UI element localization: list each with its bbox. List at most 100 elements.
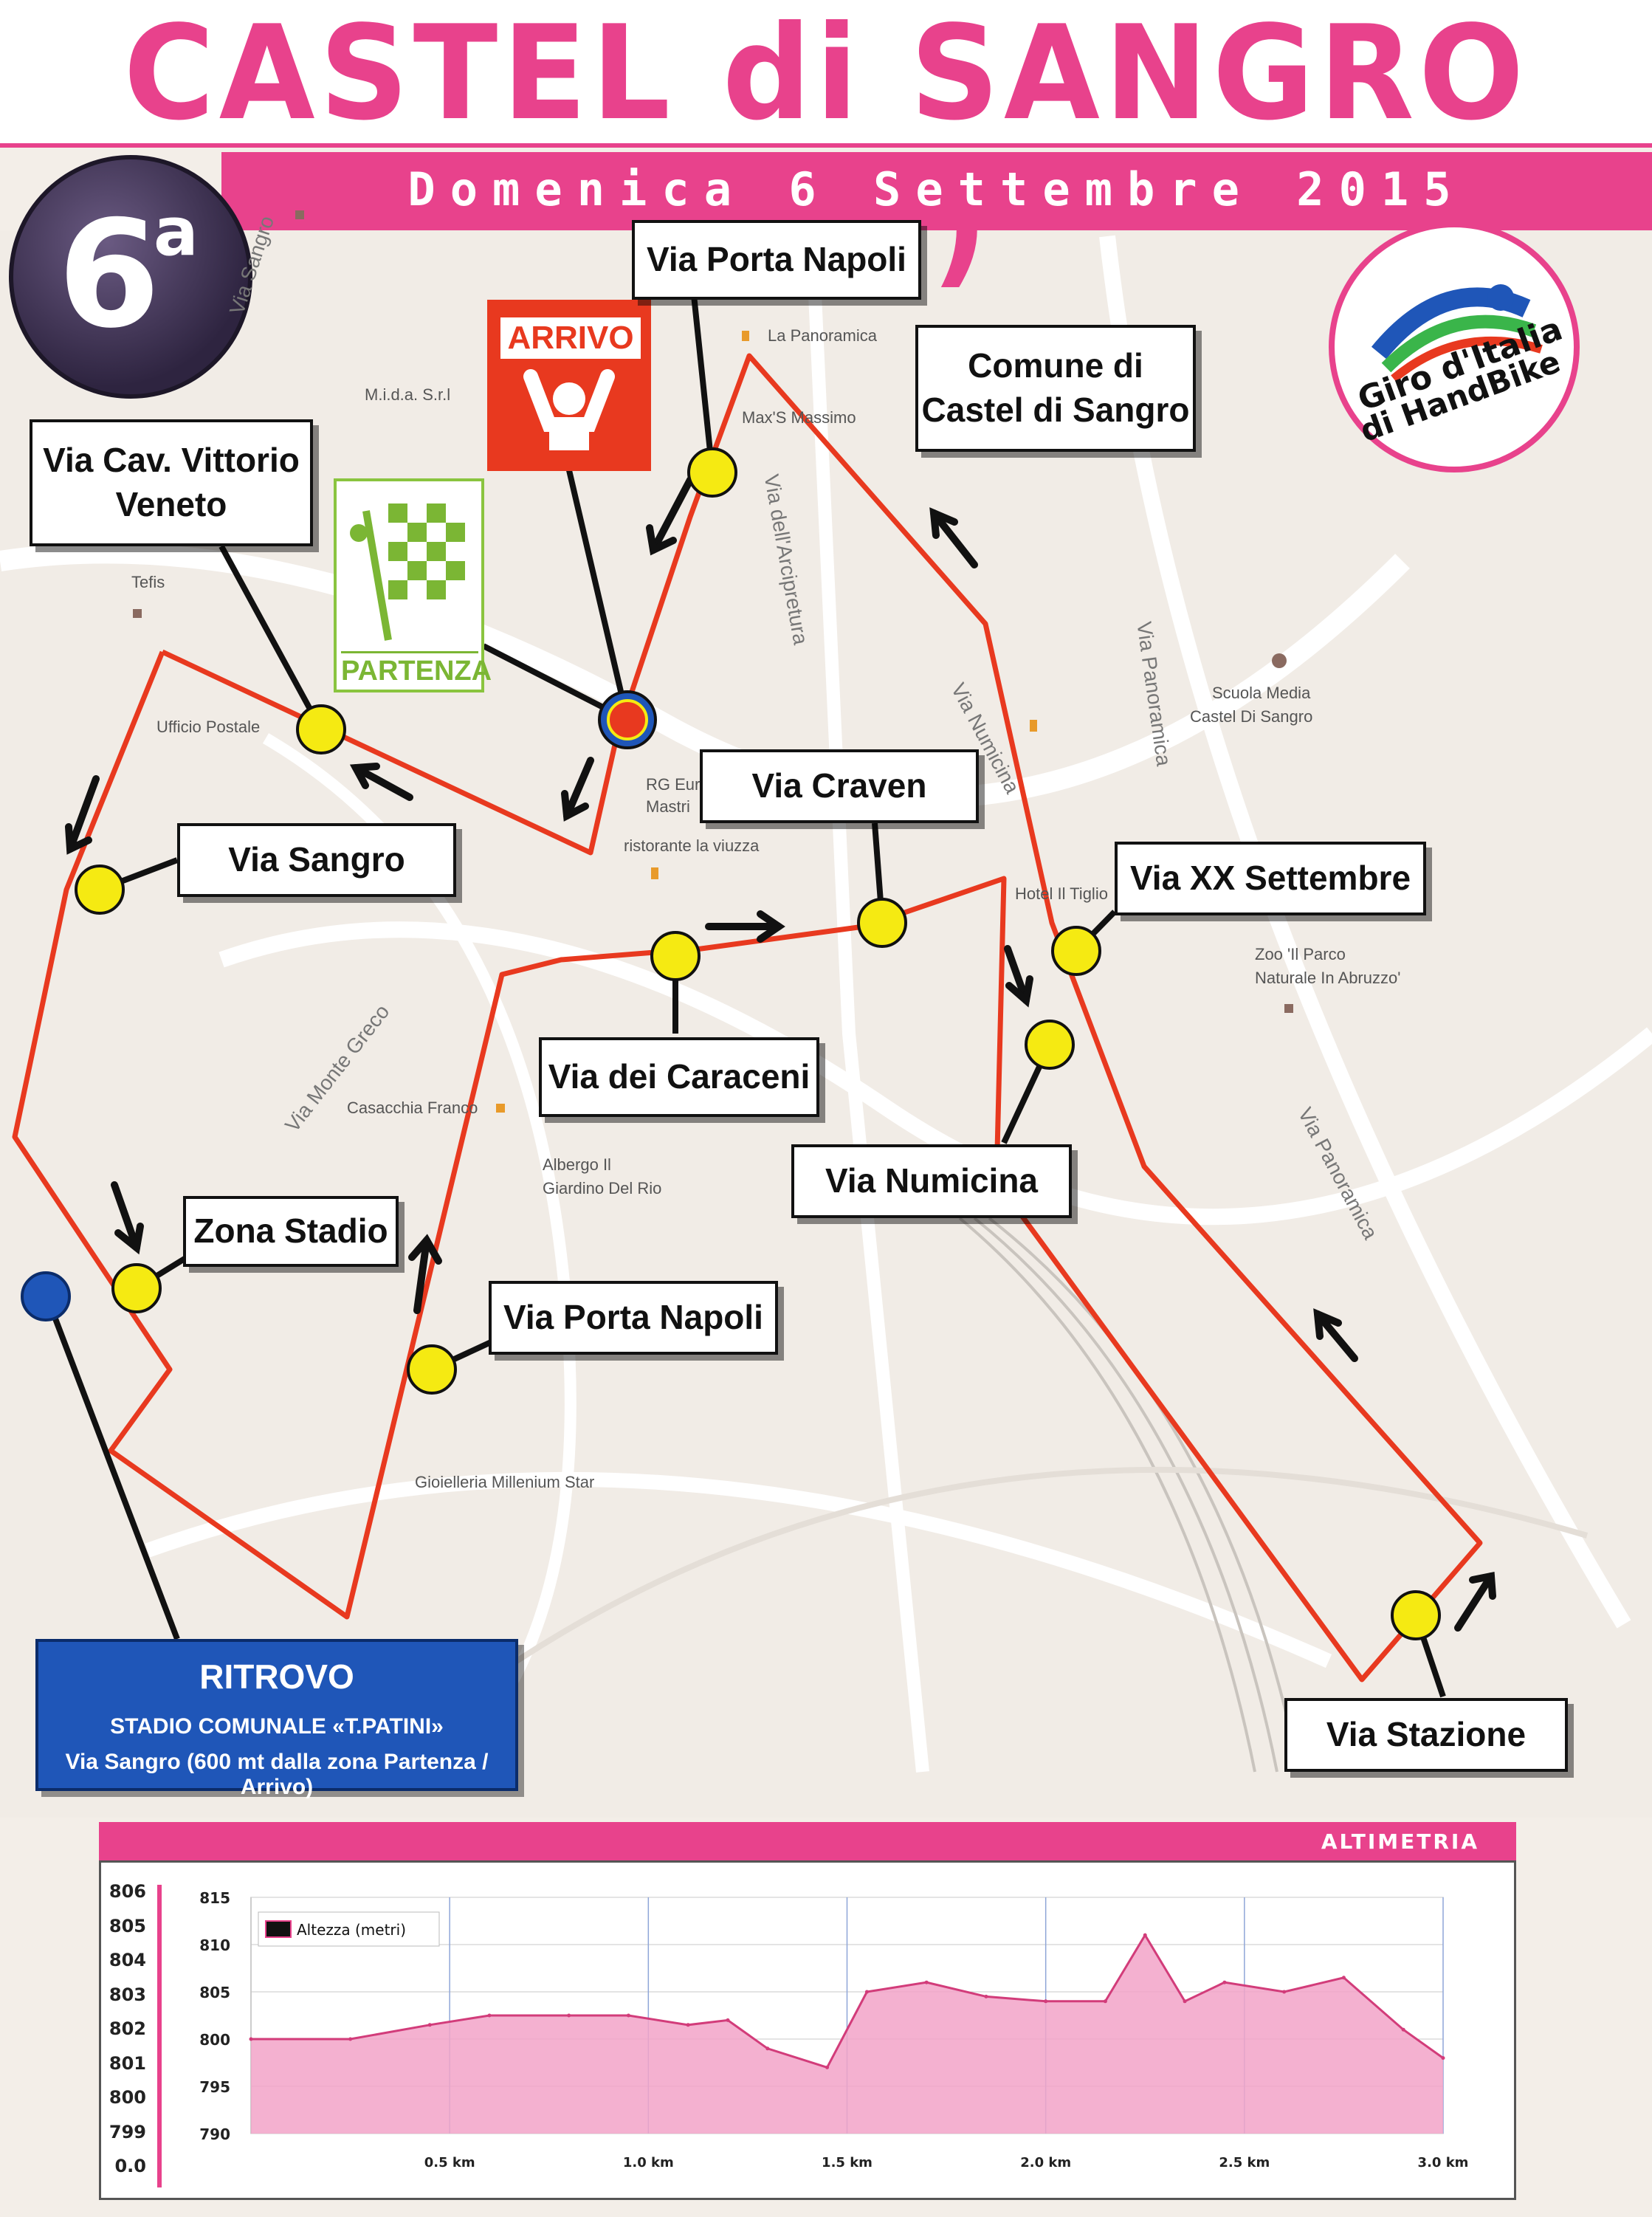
poi-la-panoramica: La Panoramica bbox=[768, 326, 877, 345]
arrow-icon bbox=[1313, 1308, 1358, 1362]
y-tick-label: 805 bbox=[199, 1984, 230, 2001]
x-tick-label: 3.0 km bbox=[1418, 2155, 1469, 2170]
x-tick-label: 1.5 km bbox=[822, 2155, 873, 2170]
waypoint-marker bbox=[296, 704, 346, 755]
callout-label: Via Stazione bbox=[1326, 1715, 1527, 1754]
elevation-point bbox=[1103, 1999, 1107, 2004]
ritrovo-stadium: STADIO COMUNALE «T.PATINI» bbox=[110, 1714, 444, 1739]
callout-via-stazione: Via Stazione bbox=[1284, 1698, 1568, 1772]
poi-mastri: Mastri bbox=[646, 797, 690, 816]
elevation-point bbox=[825, 2065, 830, 2069]
poi-tefis: Tefis bbox=[131, 573, 165, 591]
poi-albergo-2: Giardino Del Rio bbox=[543, 1179, 662, 1197]
giro-handbike-logo: Giro d'Italia di HandBike bbox=[1329, 221, 1580, 472]
elevation-point bbox=[864, 1990, 869, 1994]
callout-label: Via Numicina bbox=[825, 1161, 1039, 1200]
ritrovo-box: RITROVO STADIO COMUNALE «T.PATINI» Via S… bbox=[35, 1639, 518, 1799]
outer-axis-tick: 0.0 bbox=[114, 2156, 146, 2176]
callout-via-porta-napoli-bottom: Via Porta Napoli bbox=[489, 1281, 778, 1355]
outer-axis-tick: 802 bbox=[109, 2018, 146, 2039]
outer-axis-tick: 801 bbox=[109, 2052, 146, 2074]
altimetry-title: ALTIMETRIA bbox=[1321, 1829, 1479, 1854]
poi-markers bbox=[133, 210, 1293, 1113]
outer-axis-tick: 804 bbox=[109, 1950, 146, 1970]
arrow-icon bbox=[705, 910, 785, 943]
arrivo-label: ARRIVO bbox=[500, 317, 641, 359]
elevation-point bbox=[765, 2046, 770, 2051]
elevation-point bbox=[924, 1980, 929, 1984]
waypoint-marker bbox=[650, 931, 701, 981]
stage-suffix: a bbox=[154, 193, 199, 271]
outer-axis-tick: 803 bbox=[109, 1984, 146, 2005]
callout-zona-stadio: Zona Stadio bbox=[183, 1196, 399, 1267]
waypoint-marker bbox=[857, 898, 907, 948]
elevation-point bbox=[348, 2037, 353, 2041]
handbike-icon bbox=[1371, 284, 1543, 382]
stage-badge: 6 a bbox=[9, 155, 252, 399]
arrow-icon bbox=[1454, 1571, 1496, 1632]
x-tick-label: 2.0 km bbox=[1020, 2155, 1071, 2170]
waypoint-marker bbox=[1391, 1590, 1441, 1640]
y-tick-label: 795 bbox=[199, 2078, 230, 2096]
poi-maxs-massimo: Max'S Massimo bbox=[742, 408, 856, 427]
ritrovo-address: Via Sangro (600 mt dalla zona Partenza /… bbox=[65, 1750, 489, 1799]
start-finish-marker bbox=[598, 690, 657, 749]
waypoint-marker bbox=[111, 1263, 162, 1313]
elevation-point bbox=[487, 2013, 492, 2018]
poi-mida: M.i.d.a. S.r.l bbox=[365, 385, 451, 404]
arrow-icon bbox=[65, 775, 100, 855]
elevation-point bbox=[249, 2037, 253, 2041]
stage-number: 6 bbox=[58, 189, 161, 361]
x-tick-label: 1.0 km bbox=[623, 2155, 674, 2170]
poi-zoo-2: Naturale In Abruzzo' bbox=[1255, 969, 1401, 987]
finish-person-icon bbox=[523, 369, 615, 450]
elevation-point bbox=[1341, 1976, 1346, 1980]
callout-label: Via Cav. Vittorio bbox=[43, 441, 300, 480]
outer-axis-tick: 800 bbox=[109, 2087, 146, 2108]
ritrovo-title: RITROVO bbox=[199, 1657, 354, 1696]
legend-swatch bbox=[265, 1920, 292, 1938]
callout-via-numicina: Via Numicina bbox=[791, 1144, 1072, 1218]
callout-comune: Comune di Castel di Sangro bbox=[915, 325, 1196, 452]
waypoint-markers bbox=[75, 447, 1441, 1640]
arrivo-sign: ARRIVO bbox=[487, 300, 651, 471]
poi-ufficio-postale: Ufficio Postale bbox=[156, 718, 261, 736]
callout-via-sangro: Via Sangro bbox=[177, 823, 456, 897]
waypoint-marker bbox=[687, 447, 737, 498]
x-tick-label: 0.5 km bbox=[424, 2155, 475, 2170]
elevation-line bbox=[251, 1933, 1444, 2069]
y-tick-label: 790 bbox=[199, 2125, 230, 2143]
partenza-sign: PARTENZA bbox=[334, 478, 492, 692]
callout-label: Via Porta Napoli bbox=[503, 1298, 763, 1337]
waypoint-marker bbox=[1025, 1020, 1075, 1070]
arrow-icon bbox=[111, 1181, 144, 1255]
poi-albergo-1: Albergo Il bbox=[543, 1155, 611, 1174]
callout-label: Via Craven bbox=[751, 766, 927, 805]
elevation-point bbox=[1282, 1990, 1287, 1994]
poi-rg-eur: RG Eur bbox=[646, 775, 701, 794]
elevation-area bbox=[251, 1935, 1443, 2134]
poi-casacchia: Casacchia Franco bbox=[347, 1099, 478, 1117]
waypoint-marker bbox=[75, 865, 125, 915]
waypoint-marker bbox=[1051, 926, 1101, 976]
outer-axis-tick: 799 bbox=[109, 2121, 146, 2142]
partenza-label: PARTENZA bbox=[341, 651, 492, 687]
arrow-icon bbox=[929, 507, 978, 568]
arrow-icon bbox=[349, 763, 413, 801]
elevation-point bbox=[1044, 1999, 1048, 2004]
elevation-point bbox=[626, 2013, 630, 2018]
ritrovo-marker bbox=[21, 1271, 71, 1321]
outer-axis-tick: 805 bbox=[109, 1915, 146, 1936]
elevation-point bbox=[1222, 1980, 1227, 1984]
callout-via-porta-napoli-top: Via Porta Napoli bbox=[632, 220, 921, 300]
legend-label: Altezza (metri) bbox=[297, 1921, 406, 1939]
poi-hotel-tiglio: Hotel Il Tiglio bbox=[1015, 884, 1108, 903]
callout-label: Via Sangro bbox=[228, 840, 405, 879]
poi-scuola-1: Scuola Media bbox=[1212, 684, 1311, 702]
checkered-flag-icon bbox=[350, 503, 465, 641]
callout-via-cav-vittorio-veneto: Via Cav. Vittorio Veneto bbox=[30, 419, 313, 546]
callout-label: Via Porta Napoli bbox=[647, 240, 906, 279]
direction-arrows bbox=[65, 476, 1496, 1632]
